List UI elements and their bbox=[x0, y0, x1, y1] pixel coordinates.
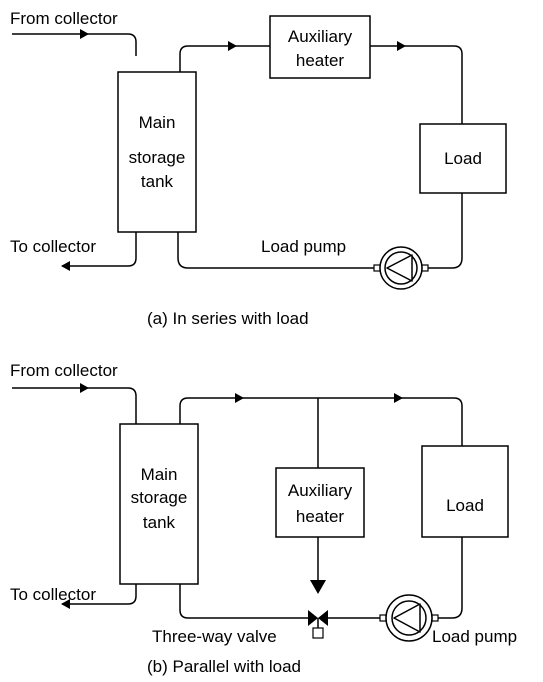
diagram-b: Main storage tank Auxiliary heater Load … bbox=[10, 361, 517, 676]
tank-label-line1-b: Main bbox=[141, 465, 178, 484]
tank-label-line1-a: Main bbox=[139, 113, 176, 132]
aux-heater-label-line1-a: Auxiliary bbox=[288, 27, 353, 46]
flow-arrow-to-load-a bbox=[397, 41, 406, 51]
caption-b: (b) Parallel with load bbox=[147, 657, 301, 676]
flow-arrow-top-left-b bbox=[235, 393, 244, 403]
load-box-b bbox=[421, 445, 509, 538]
auxiliary-heater-a bbox=[269, 15, 371, 79]
pipe-pump-to-tank-a bbox=[177, 232, 374, 269]
pipe-load-to-pump-a bbox=[428, 193, 463, 269]
pipe-tank-to-top-b bbox=[179, 397, 463, 446]
three-way-valve-label: Three-way valve bbox=[152, 627, 277, 646]
flow-arrow-top-right-b bbox=[394, 393, 403, 403]
auxiliary-heater-b bbox=[275, 467, 365, 538]
flow-arrow-to-collector-b bbox=[61, 599, 70, 609]
to-collector-label-b: To collector bbox=[10, 585, 96, 604]
main-storage-tank-b bbox=[119, 423, 199, 585]
aux-heater-label-line2-a: heater bbox=[296, 51, 345, 70]
load-pump-icon-a bbox=[373, 246, 429, 290]
aux-heater-label-line1-b: Auxiliary bbox=[288, 481, 353, 500]
from-collector-label-a: From collector bbox=[10, 9, 118, 28]
diagram-a: Main storage tank Auxiliary heater Load … bbox=[10, 9, 507, 328]
pipe-to-collector-a bbox=[62, 232, 137, 267]
pipe-heater-to-load-a bbox=[370, 45, 463, 124]
to-collector-label-a: To collector bbox=[10, 237, 96, 256]
pipe-valve-to-tank-b bbox=[179, 584, 310, 619]
pipe-from-collector-a bbox=[12, 33, 137, 56]
flow-arrow-from-collector-b bbox=[80, 383, 89, 393]
pipe-tank-to-heater-a bbox=[179, 45, 270, 72]
load-pump-icon-b bbox=[379, 594, 439, 642]
load-pump-label-b: Load pump bbox=[432, 627, 517, 646]
load-label-a: Load bbox=[444, 149, 482, 168]
tank-label-line2-b: storage bbox=[131, 488, 188, 507]
pipe-load-to-pump-b bbox=[437, 537, 463, 619]
flow-arrow-to-heater-a bbox=[228, 41, 237, 51]
tank-label-line3-a: tank bbox=[141, 172, 174, 191]
tank-label-line2-a: storage bbox=[129, 148, 186, 167]
pipe-from-collector-b bbox=[12, 387, 137, 424]
aux-heater-label-line2-b: heater bbox=[296, 507, 345, 526]
flow-arrow-to-collector-a bbox=[61, 261, 70, 271]
flow-arrow-from-collector-a bbox=[80, 29, 89, 39]
tank-label-line3-b: tank bbox=[143, 513, 176, 532]
load-label-b: Load bbox=[446, 496, 484, 515]
caption-a: (a) In series with load bbox=[147, 309, 309, 328]
main-storage-tank-a bbox=[117, 71, 197, 233]
pipe-to-collector-b bbox=[62, 584, 137, 605]
load-pump-label-a: Load pump bbox=[261, 237, 346, 256]
from-collector-label-b: From collector bbox=[10, 361, 118, 380]
three-way-valve-icon bbox=[308, 580, 328, 639]
load-box-a bbox=[419, 123, 507, 194]
